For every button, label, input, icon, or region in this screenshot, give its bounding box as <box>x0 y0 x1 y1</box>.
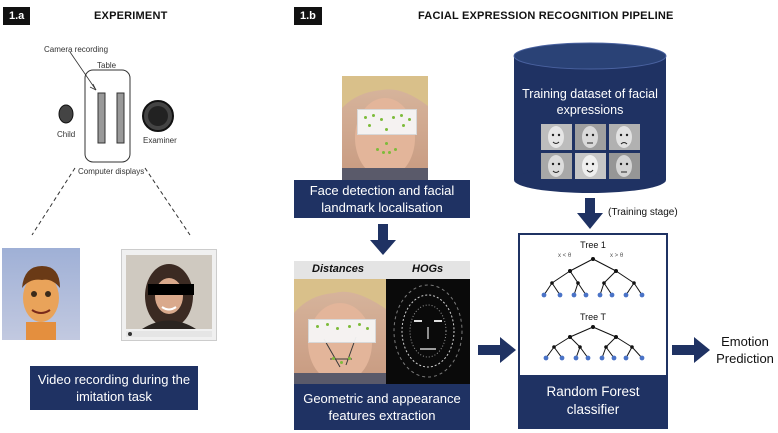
video-recording-caption: Video recording during the imitation tas… <box>30 366 198 410</box>
distances-label: Distances <box>312 263 364 275</box>
down-arrow-icon <box>370 224 396 255</box>
hog-visualization <box>386 279 470 384</box>
training-dataset-cylinder: Training dataset of facial expressions <box>512 42 668 194</box>
right-arrow-icon <box>478 337 516 363</box>
output-arrow-icon <box>672 337 710 363</box>
features-header: Distances HOGs <box>294 261 470 279</box>
setup-diagram: Camera recording Table Child Examiner Co… <box>0 30 240 245</box>
panel-a-tag: 1.a <box>3 7 31 25</box>
split-right-label: x > θ <box>610 253 624 259</box>
panel-a-title: EXPERIMENT <box>94 10 168 22</box>
hogs-label: HOGs <box>412 263 444 275</box>
emotion-prediction-label: Emotion Prediction <box>716 334 774 366</box>
examiner-label: Examiner <box>143 136 177 145</box>
computer-displays-label: Computer displays <box>78 167 145 176</box>
camera-recording-label: Camera recording <box>44 45 109 54</box>
avatar-screen <box>2 248 80 340</box>
face-landmark-photo <box>342 76 428 180</box>
panel-b-title: FACIAL EXPRESSION RECOGNITION PIPELINE <box>418 10 674 22</box>
decision-trees <box>541 257 645 361</box>
random-forest-label: Random Forest classifier <box>520 375 666 427</box>
split-left-label: x < θ <box>558 253 572 259</box>
training-stage-label: (Training stage) <box>608 207 678 218</box>
features-extraction-box: Geometric and appearance features extrac… <box>294 384 470 430</box>
panel-b-tag: 1.b <box>294 7 322 25</box>
training-arrow-icon <box>577 198 603 229</box>
table-label: Table <box>97 61 117 70</box>
training-dataset-label: Training dataset of facial expressions <box>522 87 658 117</box>
random-forest-panel: Tree 1 Tree T x < θ x > θ <box>518 233 668 429</box>
face-detection-box: Face detection and facial landmark local… <box>294 180 470 218</box>
tree-t-label: Tree T <box>579 312 606 322</box>
distances-face-photo <box>294 279 386 384</box>
expression-thumbnails <box>541 124 641 180</box>
webcam-frame <box>121 249 217 341</box>
tree-1-label: Tree 1 <box>580 240 606 250</box>
child-label: Child <box>57 130 76 139</box>
